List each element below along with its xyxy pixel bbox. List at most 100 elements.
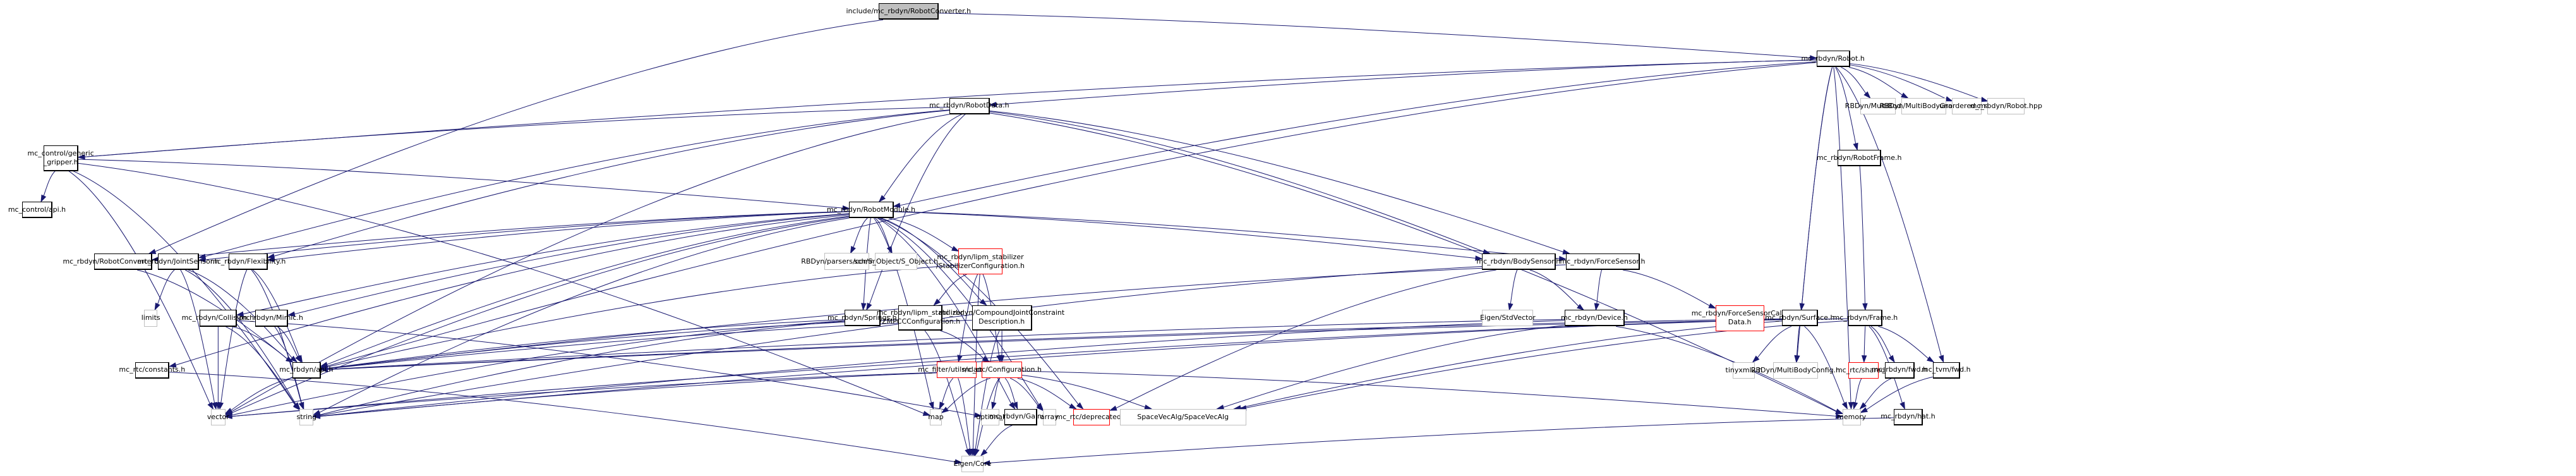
graph-node-jointsensor[interactable]: mc_rbdyn/JointSensor.h [137,253,219,270]
edge-robotdata-to-robotmodule [883,114,962,198]
graph-node-device[interactable]: mc_rbdyn/Device.h [1561,310,1628,327]
edge-arrowhead [224,408,233,414]
graph-node-constants[interactable]: mc_rtc/constants.h [119,362,185,379]
edge-robotmodule-to-compound [881,217,982,302]
graph-node-mbconfig: RBDyn/MultiBodyConfig.h [1751,362,1840,379]
edge-arrowhead [989,102,997,107]
edge-arrowhead [224,413,232,419]
edge-mimic-to-rbdyn_api [277,326,298,357]
edge-springs-to-string [320,320,845,415]
graph-node-hat[interactable]: mc_rbdyn/hat.h [1881,408,1935,425]
edge-arrowhead [198,257,206,262]
edge-shared-to-memory [1855,378,1862,403]
edge-arrowhead [267,257,275,262]
edge-arrowhead [236,311,244,317]
edge-robotmodule-to-sobject [875,217,890,248]
edge-arrowhead [295,355,302,363]
edge-arrowhead [290,355,298,363]
edge-arrowhead [154,302,160,311]
edge-device-to-rbdyn_api [327,319,1565,370]
edge-gripper-to-control_api [43,171,56,197]
edge-rbdyn_api-to-vector [231,377,292,411]
edge-surface-to-svalg [1240,320,1783,408]
graph-node-robotframe[interactable]: mc_rbdyn/RobotFrame.h [1817,150,1901,166]
edge-arrowhead [1939,355,1944,363]
edge-stabcfg-to-clamp [959,274,978,356]
edge-robot_h-to-multibody [1841,66,1867,94]
graph-node-tvm-fwd[interactable]: mc_tvm/fwd.h [1922,362,1971,379]
edge-robotdata-to-memory [989,113,1837,412]
edge-arrowhead [1899,401,1905,410]
edge-arrowhead [1069,403,1077,410]
edge-arrowhead [77,154,85,160]
edge-jointsensor-to-vector [180,269,215,403]
graph-node-deprecated[interactable]: mc_rtc/deprecated.h [1056,408,1128,425]
edge-arrowhead [1835,413,1844,419]
edge-arrowhead [974,448,980,457]
edge-robotmodule-to-bodysensor [893,211,1476,259]
edge-arrowhead [1901,92,1909,99]
edge-arrowhead [168,362,177,368]
graph-node-gripper[interactable]: mc_control/generic _gripper.h [28,145,94,171]
edge-arrowhead [1861,355,1867,363]
edge-arrowhead [1558,255,1567,262]
edge-arrowhead [40,194,47,203]
graph-node-gains[interactable]: mc_rbdyn/Gains.h [989,408,1052,425]
edge-root-to-robot_h [939,13,1810,58]
edge-robot_h-to-mbgraph [1848,66,1903,95]
graph-node-compound[interactable]: mc_rbdyn/CompoundJointConstraint Descrip… [939,305,1064,331]
edge-robotdata-to-forcesensor [989,110,1564,253]
edge-gripper-to-string [73,171,296,406]
graph-node-rbdyn-fwd[interactable]: mc_rbdyn/fwd.h [1872,362,1927,379]
graph-node-fscalib[interactable]: mc_rbdyn/ForceSensorCalib Data.h [1692,305,1788,331]
graph-node-forcesensor[interactable]: mc_rbdyn/ForceSensor.h [1560,253,1645,270]
graph-node-robotmodule[interactable]: mc_rbdyn/RobotModule.h [827,202,915,218]
graph-node-optional: optional [976,408,1004,425]
graph-node-surface[interactable]: mc_rbdyn/Surface.h [1765,310,1834,327]
graph-node-tinyxml: tinyxml2.h [1726,362,1762,379]
graph-node-shared[interactable]: mc_rtc/shared.h [1836,362,1892,379]
edge-arrowhead [1475,255,1483,261]
edge-arrowhead [1980,97,1989,102]
graph-node-bodysensor[interactable]: mc_rbdyn/BodySensor.h [1476,253,1560,270]
graph-node-clamp[interactable]: mc_filter/utils/clamp.h [918,362,996,379]
edge-gripper-to-map [78,162,924,414]
edge-configuration-to-vector [231,370,982,417]
graph-node-configuration[interactable]: mc_rtc/Configuration.h [962,362,1042,379]
edge-surface-to-string [320,319,1783,417]
graph-node-springs[interactable]: mc_rbdyn/Springs.h [828,310,897,326]
edge-robot_h-to-robothpp [1850,63,1982,100]
edge-robotmodule-to-collision [243,213,850,315]
edge-arrowhead [1860,407,1868,413]
edge-arrowhead [929,401,934,410]
edge-arrowhead [1036,404,1044,412]
edge-collision-to-optional [236,320,975,416]
edge-arrowhead [842,205,850,211]
graph-node-flex[interactable]: mc_rbdyn/Flexibility.h [210,253,286,270]
edge-arrowhead [287,311,296,317]
graph-node-zmpcc[interactable]: mc_rbdyn/lipm_stabilizer /ZMPCCConfigura… [877,305,963,331]
graph-node-limits: limits [141,310,160,327]
edge-robotmodule-to-rbdyn_api [327,216,850,365]
edge-arrowhead [939,401,945,410]
edge-frame-to-shared [1863,326,1866,356]
edge-robot_h-to-rbdyn_api [327,62,1817,367]
edge-stabcfg-to-eigencore [972,274,980,449]
edge-arrowhead [991,401,997,410]
edge-arrowhead [1508,303,1514,311]
edge-arrowhead [1577,303,1585,311]
graph-node-rbdyn-api[interactable]: mc_rbdyn/api.h [279,362,333,379]
graph-node-stabcfg[interactable]: mc_rbdyn/lipm_stabilizer /StabilizerConf… [936,248,1025,274]
edge-tvm_fwd-to-memory [1866,376,1933,410]
graph-node-robot-h[interactable]: mc_rbdyn/Robot.h [1802,51,1865,68]
graph-node-mimic[interactable]: mc_rbdyn/Mimic.h [239,310,303,327]
edge-jointsensor-to-limits [157,269,175,305]
edge-arrowhead [1809,55,1818,61]
edge-arrowhead [980,449,988,456]
graph-node-robotdata[interactable]: mc_rbdyn/RobotData.h [929,97,1009,114]
graph-node-frame[interactable]: mc_rbdyn/Frame.h [1833,310,1898,327]
edge-surface-to-tinyxml [1757,326,1791,358]
graph-node-control-api[interactable]: mc_control/api.h [8,202,66,218]
graph-node-collision[interactable]: mc_rbdyn/Collision.h [182,310,254,327]
